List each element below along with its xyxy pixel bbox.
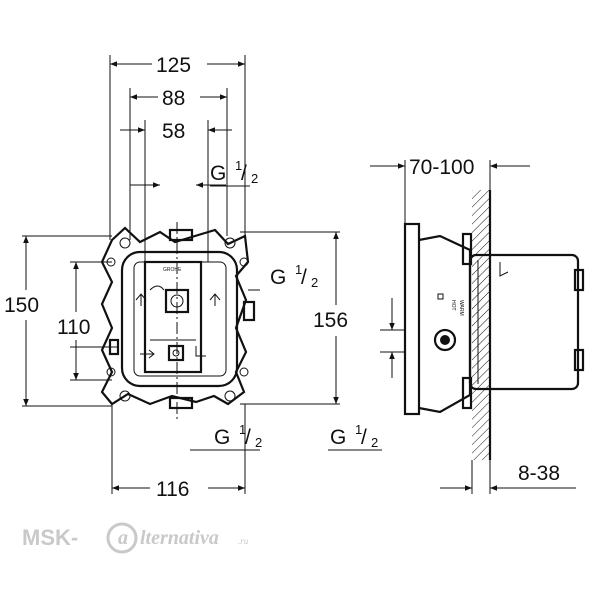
side-body xyxy=(468,253,580,391)
g-half-label-right: G 1 / 2 xyxy=(270,262,318,290)
side-rear-stub-bottom xyxy=(573,348,585,372)
svg-text:G: G xyxy=(330,426,346,449)
svg-text:/: / xyxy=(301,266,307,289)
dim-150: 150 xyxy=(4,294,39,317)
front-view: GROHE xyxy=(100,222,256,420)
g-half-label-bottom: G 1 / 2 xyxy=(214,422,262,450)
watermark-suffix: .ru xyxy=(238,536,249,546)
screw-hole-tl xyxy=(119,237,131,249)
front-cover-plate xyxy=(143,260,203,374)
screw-hole-bl xyxy=(119,390,131,402)
g-half-label-top: G 1 / 2 xyxy=(210,158,258,186)
watermark-prefix: MSK- xyxy=(22,525,78,550)
watermark-script: lternativa xyxy=(140,527,219,549)
extension-lines xyxy=(22,55,340,494)
svg-text:1: 1 xyxy=(235,158,242,173)
side-arrow-icon xyxy=(499,262,509,277)
right-connection xyxy=(242,300,256,322)
shower-symbol-icon xyxy=(149,285,165,291)
bottom-connection xyxy=(168,396,194,410)
screw-hole-br xyxy=(224,390,236,402)
svg-text:/: / xyxy=(241,162,247,185)
front-inner-frame xyxy=(133,261,227,377)
side-marker xyxy=(437,293,444,300)
up-arrow-icon xyxy=(135,293,147,306)
svg-text:G: G xyxy=(210,162,226,185)
svg-text:/: / xyxy=(361,426,367,449)
side-rear-stub-top xyxy=(573,268,585,292)
side-bolt-top xyxy=(461,232,473,266)
svg-text:G: G xyxy=(214,426,230,449)
g-half-label-side: G 1 / 2 xyxy=(330,422,378,450)
brand-logo-text: GROHE xyxy=(163,267,182,273)
svg-text:G: G xyxy=(270,266,286,289)
front-outlet-square xyxy=(167,344,185,362)
dimension-lines xyxy=(23,61,382,491)
side-outlet-center xyxy=(440,335,450,345)
dim-156: 156 xyxy=(313,309,348,332)
side-flange xyxy=(403,222,421,416)
svg-text:2: 2 xyxy=(251,171,258,186)
dim-58: 58 xyxy=(162,120,185,143)
side-bolt-bottom xyxy=(461,376,473,410)
screw-hole-l2 xyxy=(106,367,116,377)
svg-text:1: 1 xyxy=(239,422,246,437)
svg-text:2: 2 xyxy=(311,275,318,290)
dim-110: 110 xyxy=(57,316,90,339)
front-flange-outline xyxy=(100,226,250,406)
dim-116: 116 xyxy=(156,478,189,501)
watermark-at-letter: a xyxy=(118,527,128,549)
side-outlet-ring xyxy=(433,328,457,352)
right-arrow-icon xyxy=(140,349,155,359)
front-housing xyxy=(120,250,239,388)
dim-70-100: 70-100 xyxy=(409,156,474,179)
svg-text:1: 1 xyxy=(355,422,362,437)
watermark-at-icon xyxy=(106,522,138,554)
svg-text:2: 2 xyxy=(255,435,262,450)
svg-text:2: 2 xyxy=(371,435,378,450)
dim-88: 88 xyxy=(162,87,185,110)
screw-hole-tr xyxy=(224,237,236,249)
top-connection xyxy=(168,228,194,242)
screw-hole-r2 xyxy=(239,367,249,377)
wall-hatch xyxy=(472,190,490,460)
svg-text:/: / xyxy=(245,426,251,449)
watermark: MSK- a lternativa .ru xyxy=(22,522,249,554)
side-view: HOT WARM xyxy=(380,190,585,460)
up-arrow-icon-right xyxy=(209,293,221,306)
side-text-hot: HOT xyxy=(450,300,456,311)
svg-text:1: 1 xyxy=(295,262,302,277)
front-outlet-dot xyxy=(172,349,180,357)
side-text-warm: WARM xyxy=(458,300,464,316)
dim-125: 125 xyxy=(156,54,191,77)
dim-8-38: 8-38 xyxy=(518,462,560,485)
tap-symbol-icon xyxy=(195,346,206,357)
screw-hole-r1 xyxy=(239,257,249,267)
